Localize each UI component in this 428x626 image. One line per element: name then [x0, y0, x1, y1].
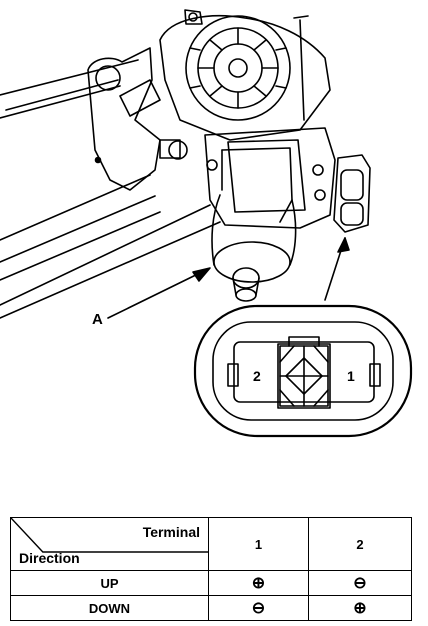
- callout-arrow: [107, 269, 207, 319]
- positive-icon: ⊕: [353, 599, 367, 617]
- cell-down-terminal-1: ⊖: [208, 595, 309, 621]
- mounting-bracket: [87, 47, 188, 191]
- connector-housing: [333, 154, 371, 233]
- cell-down-terminal-2: ⊕: [308, 595, 412, 621]
- row-label-up: UP: [10, 570, 209, 596]
- regulator-rail-lower: [0, 174, 221, 319]
- table-row: UP ⊕ ⊖: [10, 570, 412, 596]
- header-direction: Direction: [19, 550, 80, 566]
- negative-icon: ⊖: [353, 574, 367, 592]
- header-terminal: Terminal: [142, 524, 200, 540]
- connector-pin-1-label: 1: [347, 368, 355, 384]
- terminal-test-table: Terminal Direction 1 2 UP ⊕ ⊖ DOWN ⊖ ⊕: [10, 517, 412, 621]
- column-header-terminal-1: 1: [208, 517, 309, 571]
- table-row: DOWN ⊖ ⊕: [10, 595, 412, 621]
- regulator-rail-upper: [0, 59, 139, 119]
- row-label-down: DOWN: [10, 595, 209, 621]
- motor-flange: [204, 127, 336, 229]
- column-header-terminal-2: 2: [308, 517, 412, 571]
- gear-housing: [159, 9, 331, 201]
- negative-icon: ⊖: [251, 599, 266, 617]
- cell-up-terminal-1: ⊕: [208, 570, 309, 596]
- positive-icon: ⊕: [251, 574, 266, 592]
- connector-detail: [193, 304, 413, 438]
- motor-illustration: A 2 1: [0, 9, 413, 438]
- motor-body: [211, 147, 297, 302]
- cell-up-terminal-2: ⊖: [308, 570, 412, 596]
- callout-label: A: [92, 311, 103, 328]
- table-corner-header: Terminal Direction: [10, 517, 209, 571]
- connector-pin-2-label: 2: [253, 368, 261, 384]
